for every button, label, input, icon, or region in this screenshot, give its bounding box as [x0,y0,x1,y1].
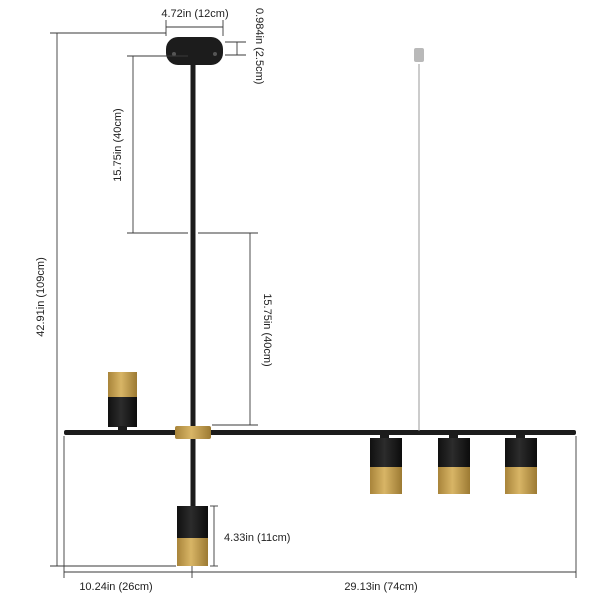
spotlight-shade-down-center [177,506,208,566]
canopy-height-label: 0.984in (2.5cm) [253,8,265,84]
lower-rod-label: 15.75in (40cm) [261,293,273,366]
canopy-width-label: 4.72in (12cm) [161,8,228,20]
spotlight-shade-right-2 [438,435,470,494]
lower-rod [190,439,196,506]
left-length-label: 10.24in (26cm) [79,581,152,593]
shade-height-label: 4.33in (11cm) [224,532,290,544]
upper-rod-label: 15.75in (40cm) [112,108,124,181]
total-height-label: 42.91in (109cm) [35,257,47,337]
ceiling-canopy [166,37,223,65]
brass-coupler [175,426,211,439]
right-length-label: 29.13in (74cm) [344,581,417,593]
canopy-screw-left [172,52,176,56]
spotlight-shade-up [108,372,137,431]
cable-gripper [414,48,424,62]
canopy-screw-right [213,52,217,56]
down-rod [190,64,196,432]
spotlight-shade-right-1 [370,435,402,494]
spotlight-shade-right-3 [505,435,537,494]
horizontal-bar [64,430,576,435]
dimension-lines [50,20,577,578]
light-fixture [64,37,576,566]
